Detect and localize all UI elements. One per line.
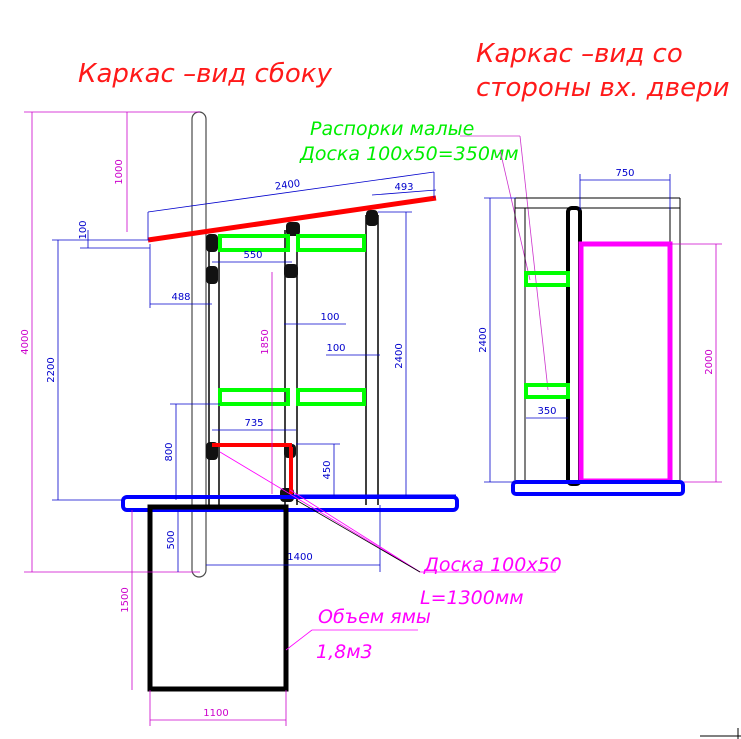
dim-1100: 1100: [203, 708, 228, 719]
frame-node: [284, 264, 298, 278]
dim-1850: 1850: [260, 329, 271, 354]
frame-node: [206, 266, 218, 284]
pit-callout-line2: 1,8м3: [316, 641, 373, 663]
frame-node: [206, 234, 218, 252]
dim-1400: 1400: [287, 552, 312, 563]
door-side-post: [566, 206, 582, 486]
door-view: [511, 197, 685, 496]
frame-node: [366, 210, 378, 226]
door-view-title-line2: стороны вх. двери: [476, 73, 730, 103]
side-dimensions: 4000 1000 2200 100 2400 493 550 488 1850: [20, 111, 437, 726]
dim-500: 500: [166, 530, 177, 549]
dim-350: 350: [537, 406, 556, 417]
spacer-callout-line1: Распорки малые: [310, 118, 474, 140]
dim-735: 735: [244, 418, 263, 429]
dim-100-a: 100: [320, 312, 339, 323]
side-view-title: Каркас –вид сбоку: [78, 59, 332, 89]
dim-2000: 2000: [704, 349, 715, 374]
spacer-board: [218, 388, 290, 406]
dim-100-b: 100: [326, 343, 345, 354]
dim-488: 488: [171, 292, 190, 303]
dim-2200: 2200: [46, 357, 57, 382]
spacer-board: [296, 234, 366, 252]
spacer-board: [296, 388, 366, 406]
frame-node: [286, 222, 300, 236]
side-view: [121, 111, 459, 692]
door-view-title-line1: Каркас –вид со: [476, 39, 683, 69]
callouts: Распорки малые Доска 100х50=350мм Доска …: [219, 118, 562, 663]
spacer-board: [524, 383, 570, 399]
board-callout-line1: Доска 100х50: [423, 554, 562, 576]
spacer-board: [524, 271, 570, 287]
dim-2400-right: 2400: [394, 343, 405, 368]
dim-4000: 4000: [20, 329, 31, 354]
dim-450: 450: [322, 460, 333, 479]
spacer-board: [218, 234, 290, 252]
dim-100-top: 100: [78, 220, 89, 239]
door-dimensions: 750 2400 2000 350: [478, 168, 722, 483]
board-callout-line2: L=1300мм: [420, 587, 524, 609]
pit-outline: [147, 504, 289, 692]
dim-550: 550: [243, 250, 262, 261]
roof-beam: [147, 195, 437, 243]
dim-1000: 1000: [114, 159, 125, 184]
dim-493: 493: [394, 182, 413, 193]
dim-2400-door: 2400: [478, 327, 489, 352]
spacer-callout-line2: Доска 100х50=350мм: [299, 143, 519, 165]
entrance-door: [578, 241, 673, 484]
dim-800: 800: [164, 442, 175, 461]
door-view-base: [511, 480, 685, 496]
dim-750: 750: [615, 168, 634, 179]
dim-2400-top: 2400: [274, 178, 301, 192]
pit-callout-line1: Объем ямы: [318, 606, 431, 628]
dim-1500: 1500: [120, 587, 131, 612]
